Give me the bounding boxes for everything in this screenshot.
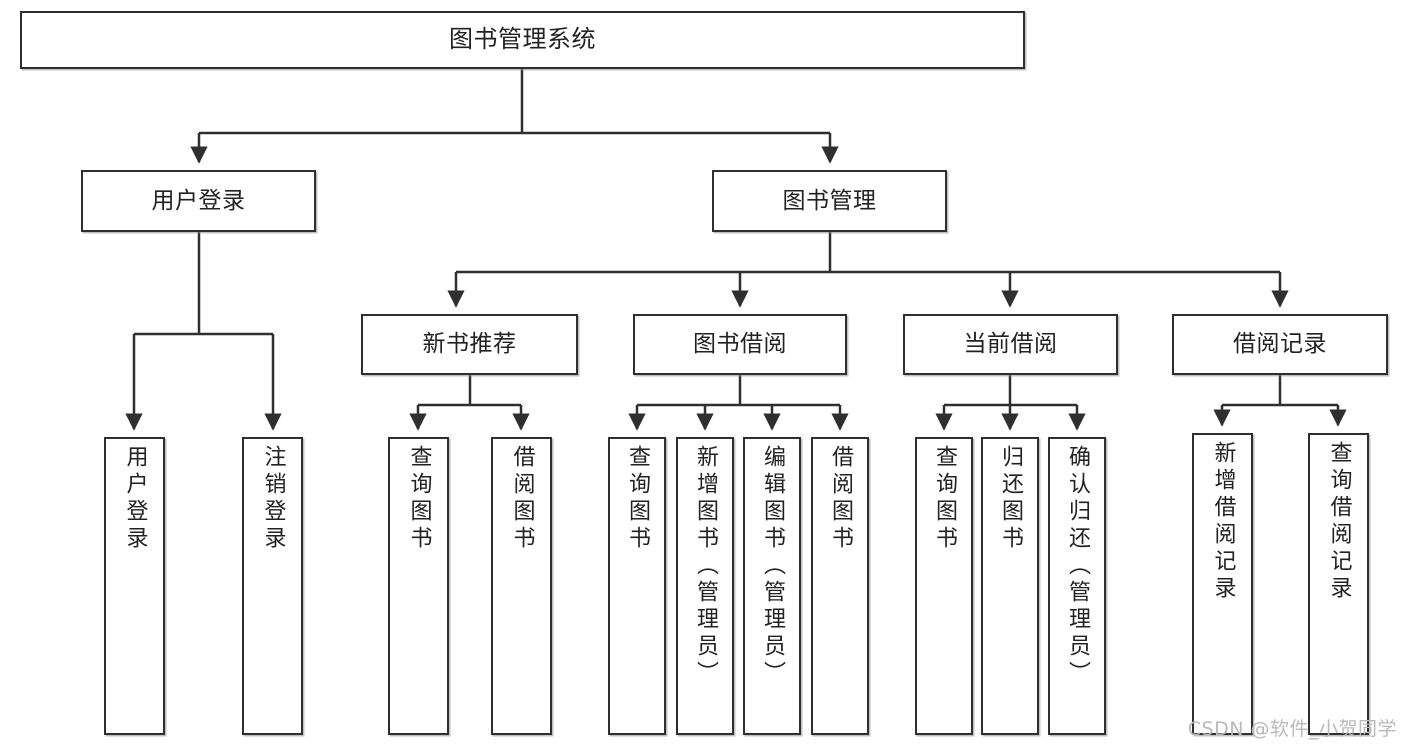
leaf-return-book[interactable]: 归还图书 — [981, 437, 1039, 735]
node-label: 查询图书 — [406, 445, 432, 553]
node-label: 用户登录 — [151, 187, 246, 214]
node-book-borrow[interactable]: 图书借阅 — [633, 314, 847, 375]
leaf-add-borrow-record[interactable]: 新增借阅记录 — [1192, 433, 1253, 735]
node-label: 归还图书 — [998, 445, 1023, 553]
node-label: 图书管理 — [782, 187, 877, 214]
leaf-query-book-borrow[interactable]: 查询图书 — [608, 437, 666, 735]
node-label: 查询图书 — [625, 445, 650, 553]
node-label: 新增借阅记录 — [1210, 441, 1236, 603]
node-label: 图书管理系统 — [449, 25, 596, 54]
leaf-logout[interactable]: 注销登录 — [242, 437, 303, 735]
node-label: 图书借阅 — [693, 331, 787, 358]
leaf-user-login[interactable]: 用户登录 — [104, 437, 165, 735]
node-label: 借阅图书 — [509, 445, 535, 553]
node-label: 借阅记录 — [1233, 331, 1327, 358]
node-label: 新书推荐 — [422, 331, 517, 358]
node-label: 用户登录 — [122, 445, 148, 553]
node-borrow-record[interactable]: 借阅记录 — [1172, 314, 1388, 375]
node-user-login[interactable]: 用户登录 — [81, 170, 316, 232]
node-label: 注销登录 — [260, 445, 286, 553]
node-label: 查询借阅记录 — [1326, 441, 1352, 603]
node-label: 查询图书 — [932, 445, 957, 553]
watermark-text: CSDN @软件_小贺同学 — [1187, 718, 1397, 740]
node-label: 编辑图书（管理员） — [760, 445, 785, 688]
leaf-query-book-current[interactable]: 查询图书 — [915, 437, 973, 735]
leaf-edit-book-admin[interactable]: 编辑图书（管理员） — [743, 437, 801, 735]
node-label: 确认归还（管理员） — [1065, 445, 1090, 688]
leaf-borrow-book[interactable]: 借阅图书 — [811, 437, 869, 735]
node-label: 新增图书（管理员） — [693, 445, 718, 688]
node-new-book-recommend[interactable]: 新书推荐 — [361, 314, 578, 375]
leaf-query-book-recommend[interactable]: 查询图书 — [388, 437, 449, 735]
leaf-query-borrow-record[interactable]: 查询借阅记录 — [1308, 433, 1369, 735]
node-root-system[interactable]: 图书管理系统 — [20, 11, 1025, 69]
node-label: 当前借阅 — [963, 331, 1058, 358]
node-book-management[interactable]: 图书管理 — [712, 170, 947, 232]
leaf-add-book-admin[interactable]: 新增图书（管理员） — [676, 437, 734, 735]
node-current-borrow[interactable]: 当前借阅 — [903, 314, 1118, 375]
leaf-borrow-book-recommend[interactable]: 借阅图书 — [491, 437, 552, 735]
leaf-confirm-return-admin[interactable]: 确认归还（管理员） — [1048, 437, 1106, 735]
node-label: 借阅图书 — [828, 445, 853, 553]
